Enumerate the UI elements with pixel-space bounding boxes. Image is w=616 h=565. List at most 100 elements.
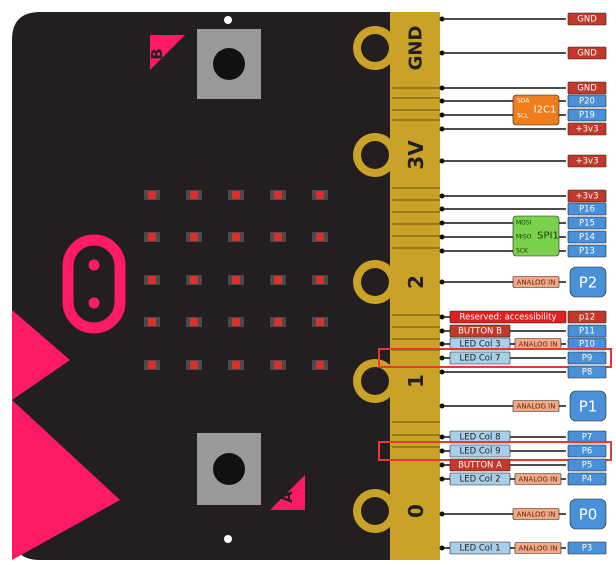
led-light bbox=[232, 276, 240, 284]
led-light bbox=[316, 276, 324, 284]
label-text: P7 bbox=[582, 433, 593, 443]
label-led bbox=[449, 444, 511, 458]
pin-wire-dot bbox=[439, 314, 445, 320]
label-text: P4 bbox=[582, 475, 593, 485]
label-text: P1 bbox=[579, 398, 598, 416]
led-light bbox=[232, 361, 240, 369]
button-a-cap[interactable] bbox=[213, 453, 245, 485]
big-pin-label: GND bbox=[406, 26, 427, 71]
pin-wire-dot bbox=[439, 85, 445, 91]
pin-wire-dot bbox=[439, 434, 445, 440]
label-text: LED Col 7 bbox=[460, 354, 501, 364]
pin-row-p1: P1 ANALOG IN bbox=[512, 390, 607, 422]
highlight-box bbox=[378, 348, 612, 368]
big-pin-pad bbox=[392, 125, 440, 185]
label-text: ANALOG IN bbox=[517, 403, 556, 411]
pin-row-p14: P14 bbox=[567, 230, 607, 244]
mount-dot-bottom bbox=[224, 535, 232, 543]
pin-wire-dot bbox=[439, 16, 445, 22]
label-pin bbox=[567, 244, 607, 258]
label-text: p12 bbox=[579, 313, 595, 323]
spi-line: MISO bbox=[516, 234, 532, 241]
label-text: P3 bbox=[582, 544, 593, 554]
label-text: P14 bbox=[579, 233, 595, 243]
label-bigpin bbox=[569, 266, 607, 298]
button-a-label: A bbox=[278, 491, 296, 503]
pin-row-p20: P20 bbox=[567, 94, 607, 108]
i2c-line: SCL bbox=[517, 113, 529, 120]
led-grid bbox=[144, 190, 328, 370]
button-b-marker bbox=[150, 35, 185, 70]
label-text: P9 bbox=[582, 354, 593, 364]
pin-wire-dot bbox=[439, 403, 445, 409]
led-light bbox=[148, 191, 156, 199]
pin-wire-dot bbox=[439, 206, 445, 212]
label-text: LED Col 1 bbox=[460, 544, 501, 554]
label-analog bbox=[514, 473, 562, 485]
logo bbox=[62, 234, 126, 334]
label-text: P0 bbox=[579, 506, 598, 524]
pin-row-3v3-b: +3v3 bbox=[567, 189, 607, 203]
label-text: GND bbox=[577, 84, 597, 94]
label-analog bbox=[514, 542, 562, 554]
led-light bbox=[232, 191, 240, 199]
pin-wire-dot bbox=[439, 234, 445, 240]
pin-wire-dot bbox=[439, 158, 445, 164]
pin-wire-dot bbox=[439, 126, 445, 132]
label-text: LED Col 3 bbox=[460, 340, 501, 350]
led-light bbox=[274, 276, 282, 284]
label-text: +3v3 bbox=[576, 157, 599, 167]
pin-wire-dot bbox=[439, 279, 445, 285]
label-text: P11 bbox=[579, 327, 595, 337]
led-light bbox=[148, 276, 156, 284]
pin-wire-dot bbox=[439, 220, 445, 226]
label-text: ANALOG IN bbox=[519, 476, 558, 484]
label-text: P10 bbox=[579, 340, 595, 350]
label-pin bbox=[567, 541, 607, 555]
label-pin bbox=[567, 94, 607, 108]
pin-wire-dot bbox=[439, 369, 445, 375]
label-text: LED Col 2 bbox=[460, 475, 501, 485]
pin-wire-dot bbox=[439, 448, 445, 454]
led-light bbox=[232, 318, 240, 326]
label-pin bbox=[567, 202, 607, 216]
big-pin-label: 3V bbox=[404, 140, 428, 170]
pin-row-gnd-small: GND bbox=[567, 81, 607, 95]
led-light bbox=[274, 233, 282, 241]
label-led bbox=[449, 541, 511, 555]
big-pin-hole bbox=[361, 497, 389, 525]
label-pin bbox=[567, 351, 607, 365]
pin-wire-dot bbox=[439, 112, 445, 118]
led-light bbox=[274, 191, 282, 199]
pin-row-gnd-big: GND bbox=[567, 46, 607, 60]
label-text: P16 bbox=[579, 205, 595, 215]
label-analog bbox=[512, 400, 560, 412]
led-light bbox=[190, 191, 198, 199]
label-pin bbox=[567, 216, 607, 230]
big-pin-label: 1 bbox=[404, 374, 428, 388]
pin-row-p8: P8 bbox=[567, 365, 607, 379]
pin-row-p4: P4 ANALOG IN LED Col 2 bbox=[449, 472, 607, 486]
big-pin-label: 2 bbox=[404, 275, 428, 289]
button-b-cap[interactable] bbox=[213, 48, 245, 80]
big-pin-hole bbox=[361, 367, 389, 395]
label-gnd bbox=[567, 122, 607, 136]
led-light bbox=[316, 191, 324, 199]
i2c-line: SDA bbox=[517, 98, 530, 105]
led-light bbox=[316, 318, 324, 326]
pin-row-p19: P19 bbox=[567, 108, 607, 122]
board-body bbox=[12, 12, 440, 560]
label-pin bbox=[567, 472, 607, 486]
label-text: ANALOG IN bbox=[519, 545, 558, 553]
label-text: BUTTON A bbox=[458, 461, 502, 471]
label-text: LED Col 9 bbox=[460, 447, 501, 457]
label-text: GND bbox=[577, 49, 597, 59]
i2c-name: I2C1 bbox=[534, 105, 557, 116]
